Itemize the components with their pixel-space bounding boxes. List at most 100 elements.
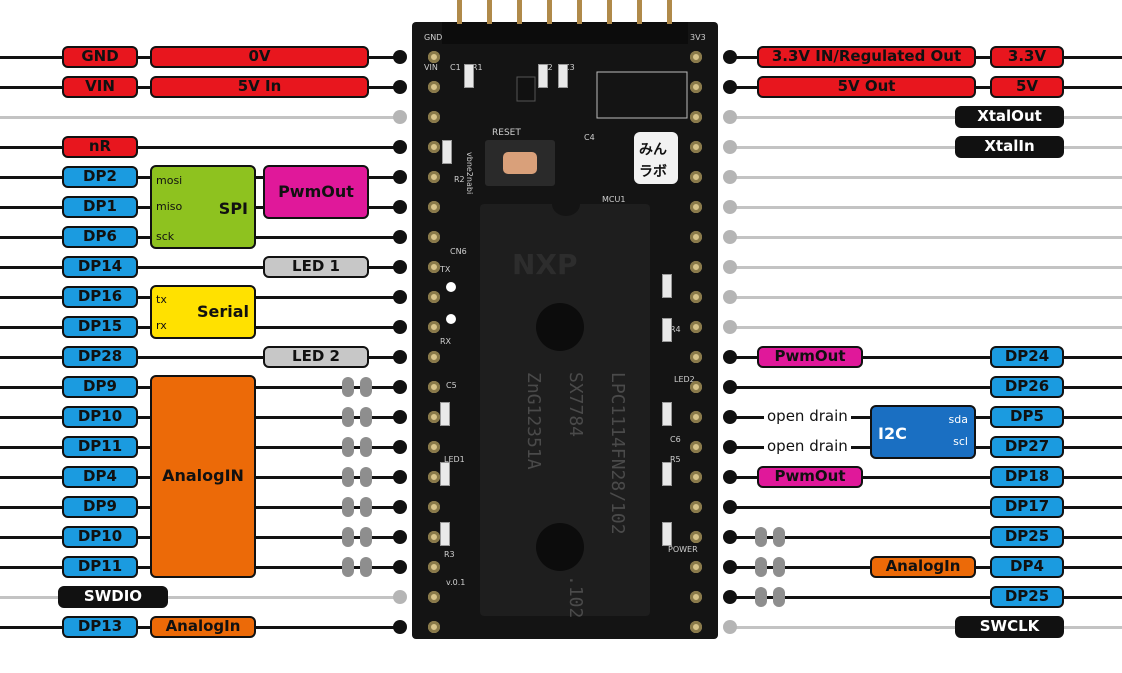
right-wire [730,206,1122,209]
right-wire [730,356,1122,359]
board-hole [690,201,702,213]
chip-line-1: LPC1114FN28/102 [607,372,628,535]
board-hole [428,501,440,513]
i2c-sda-label: sda [948,413,968,426]
board-hole [428,411,440,423]
jumper-pad [342,527,354,547]
left-jumper [342,497,372,517]
silk-tx: TX [439,265,451,274]
right-wire [730,266,1122,269]
right-pin-label: PwmOut [757,466,863,488]
right-pin-label: XtalOut [955,106,1064,128]
header-connector [442,22,688,44]
left-pin-label: 0V [150,46,369,68]
right-wire [730,176,1122,179]
right-pin-dot [723,230,737,244]
board-hole [690,561,702,573]
board-hole [428,621,440,633]
serial-tx-label: tx [156,293,167,306]
left-pin-label: nR [62,136,138,158]
board-hole [428,261,440,273]
header-pin [637,0,642,24]
silk-r4: R4 [670,325,681,334]
board-hole [428,171,440,183]
left-pin-label: GND [62,46,138,68]
left-pin-label: LED 1 [263,256,369,278]
right-pin-dot [723,590,737,604]
left-pin-label: AnalogIn [150,616,256,638]
left-pin-label: VIN [62,76,138,98]
left-pin-label: DP9 [62,376,138,398]
smd-part [440,522,450,546]
right-pin-dot [723,500,737,514]
right-pin-label: DP27 [990,436,1064,458]
silk-cn6: CN6 [450,247,467,256]
right-pin-dot [723,530,737,544]
left-pin-dot [393,500,407,514]
left-pin-label: DP10 [62,526,138,548]
board-hole [428,531,440,543]
left-pin-dot [393,260,407,274]
board-hole [690,591,702,603]
right-pin-dot [723,560,737,574]
serial-title: Serial [196,302,249,321]
left-pin-label: SWDIO [58,586,168,608]
board-hole [690,111,702,123]
left-pin-dot [393,320,407,334]
left-pin-label: DP11 [62,556,138,578]
left-pin-label: DP10 [62,406,138,428]
right-wire [730,296,1122,299]
mcu-chip [480,204,650,616]
left-pin-dot [393,380,407,394]
left-pin-dot [393,410,407,424]
board-hole [428,321,440,333]
spi-mosi-label: mosi [156,174,183,187]
i2c-scl-label: scl [953,435,968,448]
left-pin-dot [393,440,407,454]
left-pin-label: DP15 [62,316,138,338]
jumper-pad [360,407,372,427]
board-hole [428,561,440,573]
left-pin-label: LED 2 [263,346,369,368]
isp-connector [596,71,688,119]
board-hole [690,411,702,423]
jumper-pad [773,557,785,577]
board-hole [428,81,440,93]
board-hole [690,81,702,93]
right-pin-dot [723,140,737,154]
board-hole [690,621,702,633]
board-hole [690,51,702,63]
right-wire [730,596,1122,599]
left-pin-dot [393,290,407,304]
left-jumper [342,437,372,457]
board-hole [428,291,440,303]
right-pin-dot [723,50,737,64]
jumper-pad [342,497,354,517]
right-pin-label: DP26 [990,376,1064,398]
spi-block: mosi miso sck SPI [150,165,256,249]
board-hole [428,471,440,483]
left-jumper [342,407,372,427]
jumper-pad [342,557,354,577]
left-wire [0,356,400,359]
silk-gnd: GND [424,33,442,42]
board-hole [690,261,702,273]
chip-dimple-bottom [536,523,584,571]
chip-brand: NXP [512,248,578,281]
header-pin [577,0,582,24]
left-pin-label: DP6 [62,226,138,248]
chip-dimple-top [536,303,584,351]
analog-block: AnalogIN [150,375,256,578]
board-hole [690,351,702,363]
silk-vbne: vbne2nabi [465,152,474,194]
silk-c1: C1 [450,63,461,72]
left-pin-dot [393,590,407,604]
silk-led2: LED2 [674,375,695,384]
silk-c4: C4 [584,133,595,142]
left-pin-label: DP13 [62,616,138,638]
logo [634,132,678,184]
i2c-title: I2C [878,424,907,443]
left-wire [0,596,400,599]
smd-part [538,64,548,88]
silk-c5: C5 [446,381,457,390]
